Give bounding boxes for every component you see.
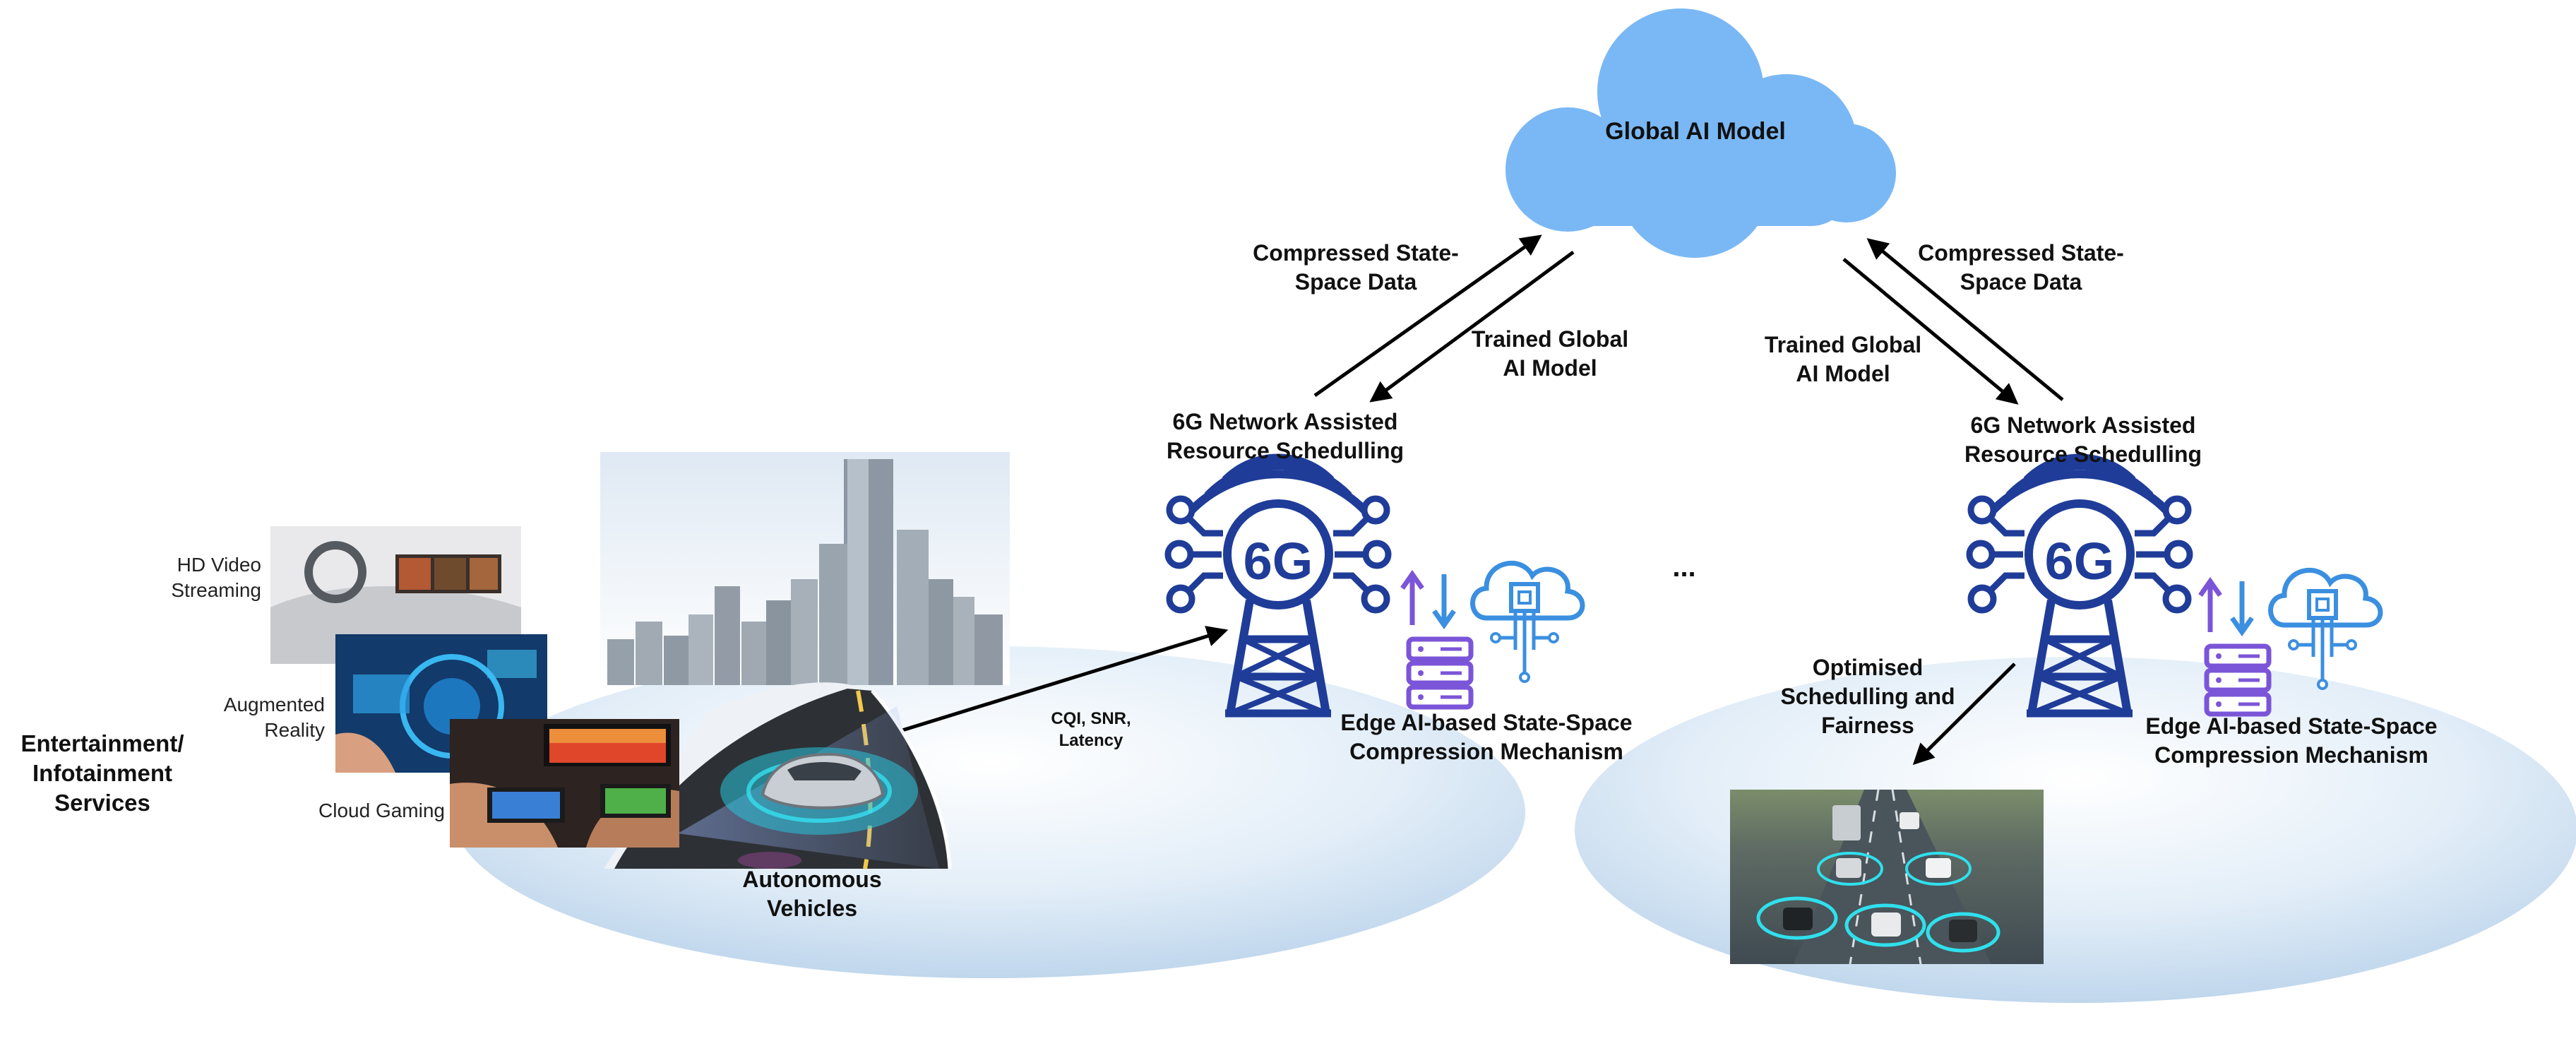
augmented-reality-label: Augmented Reality bbox=[184, 692, 325, 744]
services-group-label-line-2: Infotainment bbox=[32, 760, 172, 787]
left-edge-label-line-1: Edge AI-based State-Space bbox=[1340, 710, 1633, 735]
ellipsis-label: ... bbox=[1672, 552, 1696, 583]
global-ai-model-label: Global AI Model bbox=[1605, 118, 1786, 145]
autonomous-vehicle-image bbox=[604, 682, 952, 869]
hd-video-streaming-label: HD Video Streaming bbox=[134, 552, 261, 604]
left-tower-6g-text: 6G bbox=[1243, 532, 1313, 590]
left-upload-label: Compressed State- Space Data bbox=[1236, 239, 1476, 297]
download-arrow-right bbox=[1842, 258, 2019, 405]
smart-traffic-image bbox=[1730, 789, 2044, 965]
right-upload-label-line-2: Space Data bbox=[1960, 268, 2082, 295]
right-download-label-line-1: Trained Global bbox=[1764, 332, 1922, 357]
augmented-reality-label-line-2: Reality bbox=[264, 719, 325, 742]
right-coverage-ellipse bbox=[1575, 657, 2576, 1003]
right-download-label-line-2: AI Model bbox=[1796, 360, 1890, 386]
right-tower-6g-text: 6G bbox=[2044, 532, 2115, 590]
cloud-gaming-label: Cloud Gaming bbox=[282, 798, 445, 824]
cloud-gaming-label-line-1: Cloud Gaming bbox=[318, 800, 445, 821]
right-edge-label-line-2: Compression Mechanism bbox=[2154, 742, 2428, 768]
right-download-label: Trained Global AI Model bbox=[1727, 331, 1960, 388]
vehicle-to-tower-arrow bbox=[895, 626, 1229, 735]
optimised-scheduling-label-line-2: Schedulling and bbox=[1780, 683, 1955, 709]
left-download-label-line-1: Trained Global bbox=[1471, 326, 1629, 352]
augmented-reality-label-line-1: Augmented bbox=[223, 694, 325, 715]
hd-video-streaming-label-line-1: HD Video bbox=[177, 554, 261, 576]
link-metrics-label: CQI, SNR, Latency bbox=[1038, 708, 1144, 751]
left-upload-label-line-1: Compressed State- bbox=[1253, 240, 1459, 266]
left-scheduling-label: 6G Network Assisted Resource Schedulling bbox=[1137, 408, 1433, 465]
left-edge-ai-icon bbox=[1402, 563, 1582, 707]
global-cloud-icon bbox=[1505, 8, 1896, 258]
services-group-label: Entertainment/ Infotainment Services bbox=[0, 729, 205, 819]
link-metrics-label-line-1: CQI, SNR, bbox=[1051, 709, 1131, 728]
optimised-scheduling-label: Optimised Schedulling and Fairness bbox=[1751, 653, 1984, 740]
services-group-label-line-3: Services bbox=[54, 790, 150, 816]
upload-arrow-left bbox=[1313, 234, 1542, 398]
right-scheduling-label-line-1: 6G Network Assisted bbox=[1970, 412, 2196, 438]
left-edge-label-line-2: Compression Mechanism bbox=[1349, 738, 1623, 764]
left-download-label: Trained Global AI Model bbox=[1433, 325, 1666, 383]
left-scheduling-label-line-2: Resource Schedulling bbox=[1166, 437, 1405, 463]
right-scheduling-label-line-2: Resource Schedulling bbox=[1964, 441, 2202, 467]
right-edge-label: Edge AI-based State-Space Compression Me… bbox=[2129, 712, 2454, 770]
autonomous-vehicles-label: Autonomous Vehicles bbox=[713, 865, 911, 923]
left-download-label-line-2: AI Model bbox=[1503, 355, 1597, 381]
hd-video-streaming-label-line-2: Streaming bbox=[171, 579, 261, 602]
download-arrow-left bbox=[1369, 250, 1575, 403]
tower-to-traffic-arrow bbox=[1912, 662, 2016, 766]
upload-arrow-right bbox=[1866, 238, 2064, 401]
optimised-scheduling-label-line-1: Optimised bbox=[1812, 655, 1924, 680]
city-skyline-image bbox=[600, 452, 1010, 685]
right-scheduling-label: 6G Network Assisted Resource Schedulling bbox=[1935, 411, 2231, 469]
cloud-gaming-image bbox=[450, 719, 679, 848]
link-metrics-label-line-2: Latency bbox=[1059, 730, 1123, 750]
autonomous-vehicles-label-line-1: Autonomous bbox=[742, 867, 882, 892]
left-edge-label: Edge AI-based State-Space Compression Me… bbox=[1324, 708, 1649, 766]
autonomous-vehicles-label-line-2: Vehicles bbox=[766, 895, 858, 921]
right-upload-label: Compressed State- Space Data bbox=[1901, 239, 2141, 297]
right-edge-label-line-1: Edge AI-based State-Space bbox=[2145, 713, 2438, 739]
left-upload-label-line-2: Space Data bbox=[1294, 268, 1417, 295]
services-group-label-line-1: Entertainment/ bbox=[20, 730, 184, 756]
optimised-scheduling-label-line-3: Fairness bbox=[1821, 712, 1914, 738]
right-upload-label-line-1: Compressed State- bbox=[1918, 240, 2124, 266]
left-scheduling-label-line-1: 6G Network Assisted bbox=[1172, 409, 1398, 434]
